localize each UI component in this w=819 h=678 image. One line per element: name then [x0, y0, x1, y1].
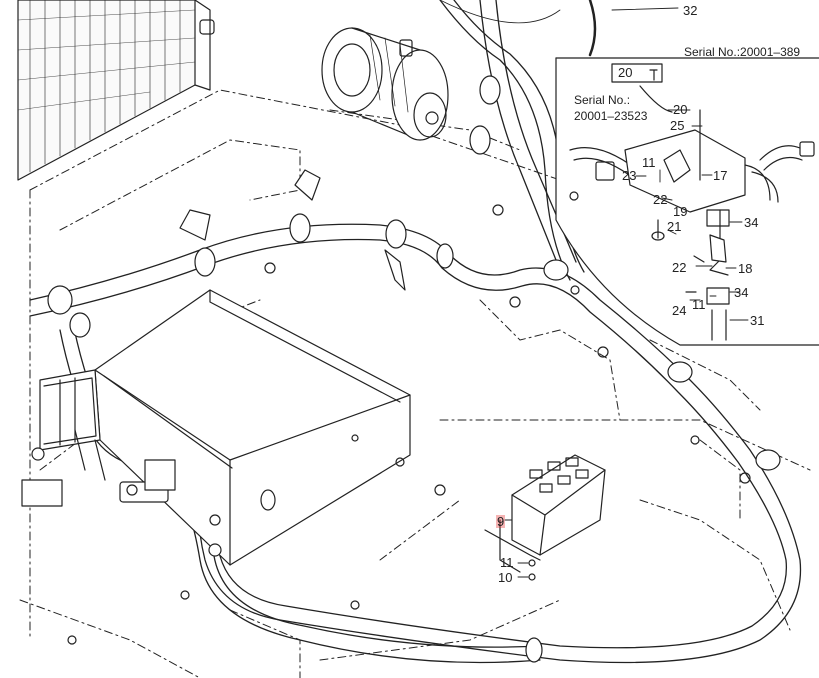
callout-31: 31 [750, 313, 765, 328]
callout-17: 17 [713, 168, 728, 183]
control-panel [484, 454, 606, 581]
callout-19: 19 [673, 204, 688, 219]
leader-lines [504, 7, 749, 578]
callout-20-box: 20 [618, 65, 633, 80]
evaporator-unit [21, 289, 411, 566]
callout-22-lower: 22 [672, 260, 687, 275]
callout-24: 24 [672, 303, 687, 318]
hose-clamps [47, 75, 781, 663]
callout-25: 25 [670, 118, 685, 133]
condenser-unit [17, 0, 215, 181]
callout-11-upper: 11 [642, 155, 656, 170]
callout-21: 21 [667, 219, 682, 234]
serial-range-header: Serial No.:20001–389 [684, 45, 801, 59]
floor-outline [19, 89, 811, 678]
inset-serial-label: Serial No.: [574, 93, 631, 107]
callout-34-lower: 34 [734, 285, 749, 300]
callout-34-upper: 34 [744, 215, 759, 230]
callout-22-upper: 22 [653, 192, 668, 207]
callout-11-mid: 11 [692, 297, 706, 312]
compressor [321, 27, 449, 141]
callout-11-lower: 11 [500, 555, 514, 570]
brackets [67, 169, 751, 645]
inset-serial-range: 20001–23523 [574, 109, 648, 123]
callout-9-highlighted: 9 [496, 514, 506, 529]
callout-10: 10 [498, 570, 513, 585]
callout-32: 32 [683, 3, 698, 18]
inset-detail [439, 0, 819, 346]
callout-20: 20 [673, 102, 688, 117]
callout-23: 23 [622, 168, 637, 183]
callout-18: 18 [738, 261, 753, 276]
